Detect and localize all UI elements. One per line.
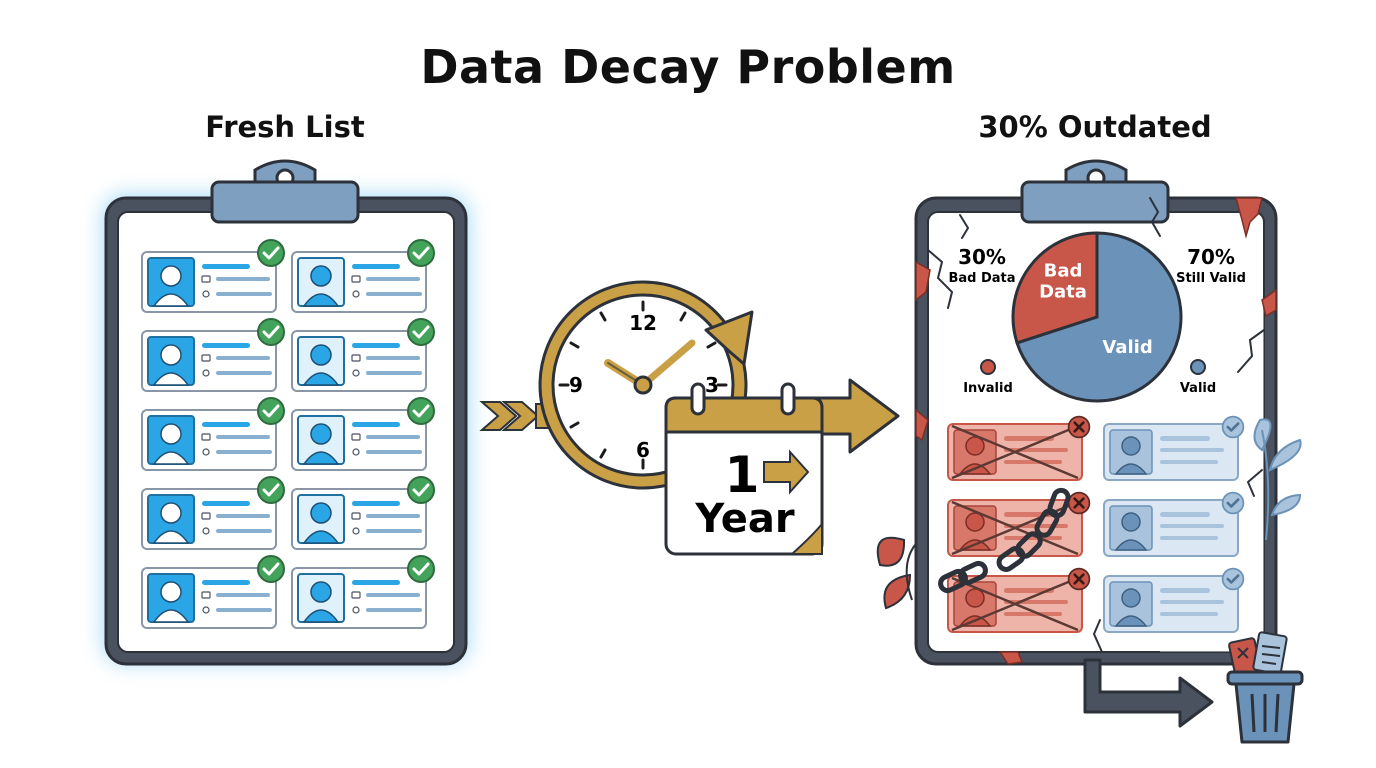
chain-icon — [938, 487, 1071, 594]
calendar-unit: Year — [694, 496, 794, 542]
clock-number-6: 6 — [636, 438, 650, 462]
check-icon — [406, 238, 436, 268]
valid-contact-card — [1103, 491, 1245, 557]
pie-slice-label: Valid — [1102, 337, 1152, 358]
discard-arrow-icon — [1083, 658, 1214, 728]
invalid-contact-card — [947, 567, 1091, 633]
avatar-icon — [297, 415, 345, 465]
pie-slice-valid — [1015, 231, 1183, 403]
contact-card — [141, 554, 286, 629]
clipboard-clip — [1020, 159, 1170, 224]
contact-card — [141, 238, 286, 313]
clock-number-9: 9 — [569, 373, 583, 397]
crack-icon — [927, 197, 1265, 653]
check-icon — [256, 396, 286, 426]
percent-label: 30% — [958, 245, 1006, 269]
check-icon — [406, 396, 436, 426]
legend-item: Valid — [1180, 359, 1216, 396]
check-icon — [406, 475, 436, 505]
contact-card — [141, 396, 286, 471]
calendar-arrow-icon — [763, 449, 810, 495]
check-icon — [256, 475, 286, 505]
decay-card-grid — [947, 415, 1245, 633]
x-mark-icon — [1067, 567, 1091, 591]
check-icon — [256, 238, 286, 268]
check-icon — [256, 317, 286, 347]
valid-contact-card — [1103, 415, 1245, 481]
clock-number-12: 12 — [629, 311, 657, 335]
contact-card — [141, 475, 286, 550]
fresh-card-grid — [141, 238, 436, 629]
check-icon — [406, 554, 436, 584]
calendar-icon: 1 Year — [664, 382, 824, 556]
legend-label: Valid — [1180, 381, 1216, 396]
check-icon — [1221, 415, 1245, 439]
check-icon — [406, 317, 436, 347]
x-mark-icon — [1067, 415, 1091, 439]
contact-card — [291, 396, 436, 471]
legend-item: Invalid — [963, 359, 1013, 396]
chevron-arrow-icon — [479, 401, 551, 431]
pie-slice-bad-data — [1011, 231, 1099, 345]
avatar-icon — [297, 573, 345, 623]
x-mark-icon — [1067, 491, 1091, 515]
legend-label: Invalid — [963, 381, 1013, 396]
contact-card — [291, 475, 436, 550]
clipboard-clip — [210, 159, 360, 224]
invalid-contact-card — [947, 415, 1091, 481]
fresh-clipboard — [102, 159, 470, 666]
valid-contact-card — [1103, 567, 1245, 633]
leaf-icon — [876, 418, 1302, 610]
percent-caption: Bad Data — [948, 271, 1015, 286]
percent-label: 70% — [1187, 245, 1235, 269]
avatar-icon — [147, 415, 195, 465]
rust-crack-icon — [915, 197, 1277, 665]
avatar-icon — [147, 494, 195, 544]
avatar-icon — [297, 257, 345, 307]
avatar-icon — [147, 257, 195, 307]
clock-cycle-arrow-icon — [704, 310, 754, 366]
contact-card — [291, 238, 436, 313]
avatar-icon — [297, 336, 345, 386]
invalid-contact-card — [947, 491, 1091, 557]
contact-card — [291, 317, 436, 392]
page-title: Data Decay Problem — [420, 40, 956, 94]
contact-card — [291, 554, 436, 629]
avatar-icon — [147, 336, 195, 386]
fresh-list-title: Fresh List — [205, 110, 365, 144]
contact-card — [141, 317, 286, 392]
legend-swatch — [1190, 359, 1206, 375]
calendar-number: 1 — [725, 446, 760, 504]
percent-caption: Still Valid — [1176, 271, 1246, 286]
trash-icon — [1226, 631, 1304, 744]
clock-number-3: 3 — [705, 373, 719, 397]
check-icon — [1221, 491, 1245, 515]
check-icon — [256, 554, 286, 584]
legend-swatch — [980, 359, 996, 375]
avatar-icon — [147, 573, 195, 623]
time-passing-group: 12 3 6 9 1 Year — [479, 280, 900, 556]
avatar-icon — [297, 494, 345, 544]
check-icon — [1221, 567, 1245, 591]
outdated-list-title: 30% Outdated — [978, 110, 1212, 144]
